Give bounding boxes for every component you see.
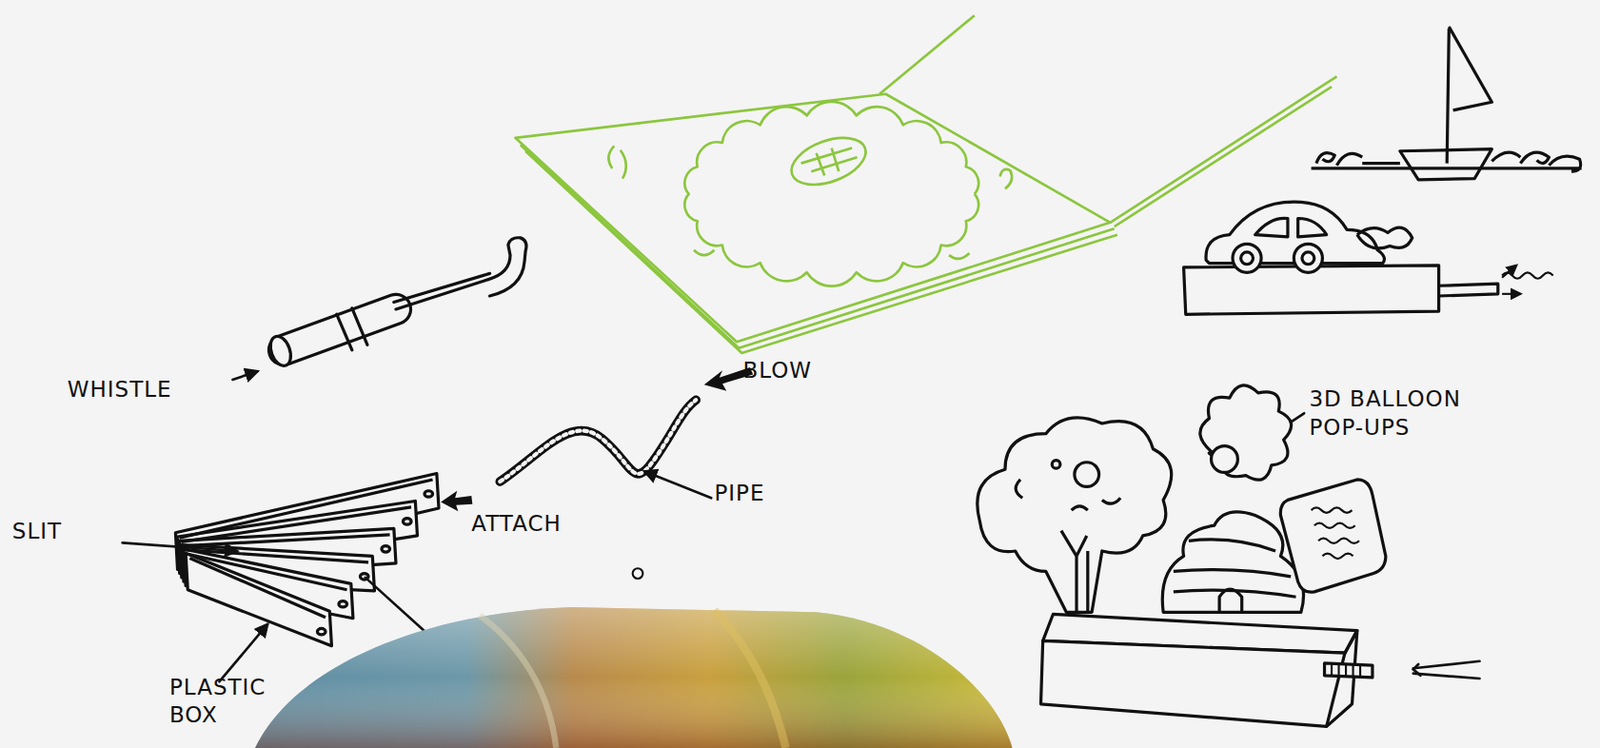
part-label: 3D BALLOON POP-UPS — [1308, 385, 1513, 443]
leader-lines-part — [218, 624, 267, 682]
thick-arrows — [440, 367, 753, 512]
whistle-sketch-part — [283, 309, 396, 351]
leader-lines-part — [232, 371, 257, 380]
car-toy-sketch-part — [1501, 265, 1517, 278]
whistle-sketch-part — [394, 273, 491, 302]
car-toy-sketch-part — [1255, 217, 1327, 238]
boat-sketch-part — [1448, 26, 1492, 111]
leader-lines-part — [122, 542, 238, 552]
book-sketch-part — [693, 250, 969, 259]
popup-sketch-part — [1311, 507, 1360, 559]
car-toy-sketch-part — [1439, 283, 1499, 297]
balloon-image-part — [713, 610, 786, 748]
dot — [632, 568, 644, 579]
popup-sketch-part — [1061, 531, 1088, 613]
popup-sketch-part — [1173, 539, 1297, 597]
leader-lines-part — [1413, 664, 1422, 676]
car-toy-sketch-part — [1357, 227, 1413, 249]
slat-edge — [183, 534, 391, 547]
whistle-sketch-part — [283, 309, 396, 351]
popup-sketch-part — [1041, 640, 1345, 727]
popup-sketch-part — [1331, 663, 1361, 677]
slat-edge — [187, 553, 347, 591]
popup-sketch-part — [1211, 446, 1239, 474]
slat-hole — [316, 628, 326, 634]
slat-hole — [424, 491, 434, 497]
book-sketch-part — [608, 145, 626, 178]
slat-hole — [402, 518, 412, 525]
whistle-sketch — [266, 237, 527, 370]
popup-sketch-part — [1219, 589, 1243, 613]
part-label: PLASTIC BOX — [169, 673, 284, 731]
book-sketch-part — [801, 148, 858, 177]
popup-sketch-part — [1051, 460, 1061, 470]
box-slat — [185, 553, 332, 647]
book-sketch-part — [879, 15, 975, 95]
car-toy-sketch — [1184, 201, 1554, 315]
book-sketch-part — [514, 94, 1110, 343]
balloon-image-part — [255, 607, 1012, 748]
book-sketch-part — [520, 144, 1115, 348]
book-sketch-part — [1109, 76, 1337, 222]
book-sketch-part — [1000, 169, 1013, 190]
thick-arrows-part — [440, 491, 473, 512]
plastic-box-sketch — [175, 474, 439, 647]
slat-hole — [381, 546, 391, 553]
part-label: WHISTLE — [67, 375, 241, 405]
balloon-image — [255, 607, 1012, 748]
car-toy-sketch-part — [1241, 252, 1254, 265]
leader-lines-part — [1413, 661, 1481, 679]
popup-sketch-part — [977, 417, 1172, 613]
balloon-image-part — [255, 607, 1012, 748]
whistle-sketch-part — [266, 333, 295, 369]
popup-sketch-part — [1326, 631, 1358, 728]
boat-sketch-part — [1446, 28, 1449, 164]
part-label: SLIT — [12, 517, 104, 547]
car-toy-sketch-part — [1302, 252, 1315, 265]
book-sketch-part — [684, 101, 979, 287]
balloon-image-part — [479, 615, 556, 748]
popup-sketch-part — [1074, 462, 1100, 488]
popup-sketch-part — [1200, 385, 1292, 480]
part-label: BLOW — [742, 356, 855, 386]
book-sketch-part — [525, 151, 1118, 354]
part-label: ATTACH — [471, 510, 604, 539]
book-sketch-part — [785, 128, 872, 194]
pipe-sketch — [499, 399, 696, 482]
popup-sketch-part — [1015, 479, 1121, 511]
leader-lines-part — [645, 471, 712, 498]
car-toy-sketch-part — [1293, 243, 1323, 273]
part-label: PIPE — [713, 479, 827, 509]
car-toy-sketch-part — [1501, 272, 1554, 278]
pipe-sketch-part — [499, 399, 696, 482]
popup-sketch-part — [1324, 663, 1373, 678]
slat-hole — [338, 601, 348, 608]
car-toy-sketch-part — [1232, 243, 1262, 273]
slat-edge — [189, 558, 326, 618]
car-toy-sketch-part — [1501, 293, 1521, 296]
whistle-sketch-part — [395, 237, 527, 310]
popup-sketch-part — [1280, 479, 1386, 593]
pipe-sketch-part — [499, 399, 696, 482]
boat-sketch-part — [1311, 152, 1582, 172]
leader-lines-part — [365, 577, 429, 635]
whistle-sketch-part — [336, 308, 368, 351]
boat-sketch — [1311, 26, 1582, 180]
